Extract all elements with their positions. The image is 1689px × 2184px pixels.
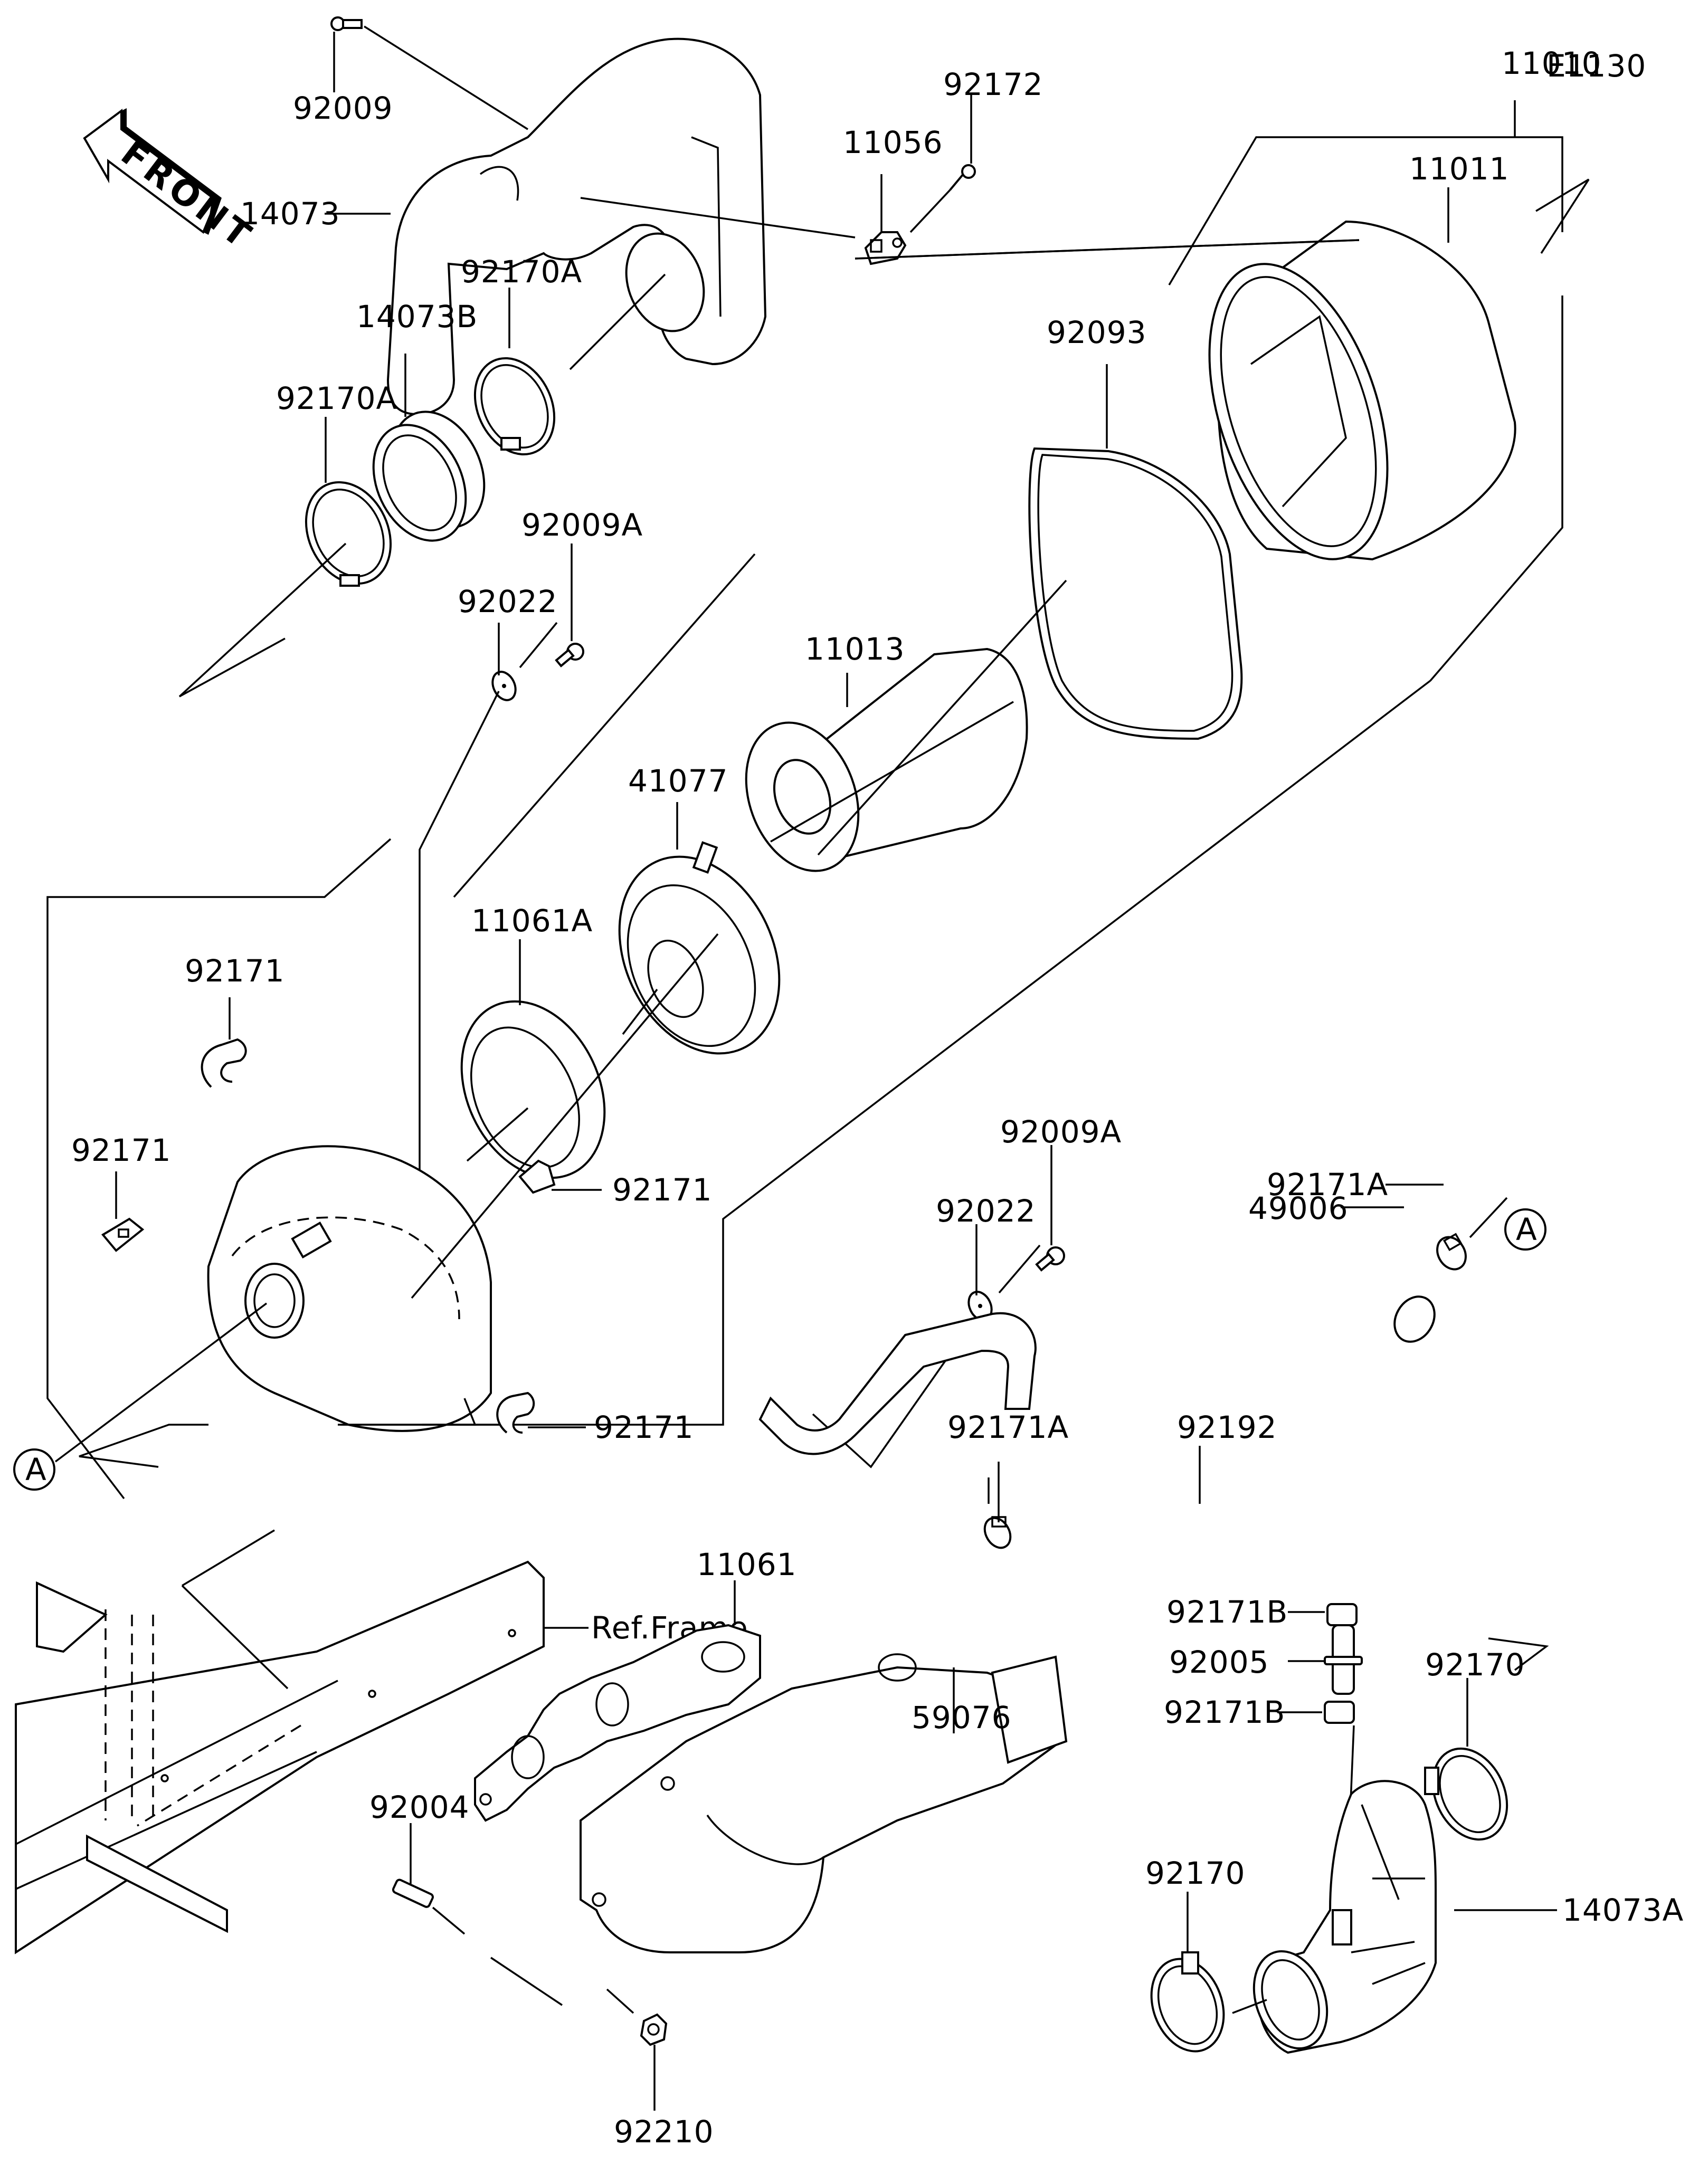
air-cleaner-case[interactable] [207,1145,492,1432]
stud-92004[interactable] [392,1878,434,1908]
label-92009A-mid: 92009A [1000,1114,1122,1150]
label-11013: 11013 [805,631,905,667]
label-92171-c: 92171 [612,1172,713,1208]
joint-14073B[interactable] [356,397,502,556]
hose-92192[interactable] [758,1312,1037,1455]
label-92171-a: 92171 [185,953,285,989]
reference-marker-a-left: A [13,1448,55,1491]
label-92009A-top: 92009A [521,507,643,543]
washer-92022-mid[interactable] [964,1288,996,1324]
cap-49006[interactable] [1387,1290,1443,1349]
label-92171-d: 92171 [594,1409,694,1445]
clamp-92171A-top[interactable] [1431,1232,1471,1274]
label-11061: 11061 [697,1547,797,1582]
joint-92005[interactable] [1324,1624,1363,1695]
label-92004: 92004 [369,1789,470,1825]
clamp-92171A-mid[interactable] [980,1513,1016,1552]
intake-manifold-59076[interactable] [580,1653,1068,1953]
label-11010: 11010 [1502,45,1602,81]
marker-a-right-text: A [1516,1212,1538,1247]
label-11056: 11056 [843,125,943,160]
label-92171A-top: 92171A [1267,1167,1388,1203]
front-label: FRONT [113,132,261,257]
air-cleaner-housing-11011[interactable] [1176,220,1516,581]
clamp-92170A-left[interactable] [290,469,406,598]
label-14073B: 14073B [356,299,478,335]
label-92022-top: 92022 [458,584,558,619]
label-92005: 92005 [1169,1644,1269,1680]
gasket-92093[interactable] [1028,447,1243,740]
label-92170A-top: 92170A [461,254,582,290]
reference-marker-a-right: A [1504,1208,1546,1251]
label-92172: 92172 [943,66,1043,102]
label-92171A-mid: 92171A [947,1409,1069,1445]
nut-92210[interactable] [640,2013,668,2046]
diagram-code: E1130 [1546,48,1646,84]
label-92093: 92093 [1047,314,1147,350]
screw-92009A-top[interactable] [555,643,584,667]
clip-92171-a[interactable] [201,1038,247,1088]
marker-a-left-text: A [25,1452,47,1487]
label-92170A-left: 92170A [276,380,397,416]
bracket-11056[interactable] [864,231,907,265]
screw-92172[interactable] [949,164,976,191]
label-92192: 92192 [1177,1409,1277,1445]
clamp-92171B-1[interactable] [1326,1603,1358,1626]
filter-element-11013[interactable] [726,647,1028,886]
clamp-92171B-2[interactable] [1324,1701,1355,1724]
label-92022-mid: 92022 [936,1193,1036,1229]
intake-duct-14073[interactable] [386,37,767,416]
frame-reference [15,1560,545,1954]
clip-92171-d[interactable] [496,1391,535,1434]
clamp-92170-bottom[interactable] [1139,1949,1236,2062]
front-arrow-icon: FRONT [83,108,261,258]
label-14073: 14073 [240,196,340,232]
label-92170-right: 92170 [1425,1647,1525,1683]
screw-92009[interactable] [330,16,363,31]
label-49006: 49006 [1248,1190,1349,1226]
label-92171B-1: 92171B [1166,1594,1288,1630]
label-92210: 92210 [614,2114,714,2150]
gasket-11061[interactable] [474,1624,761,1822]
label-59076: 59076 [912,1700,1012,1735]
label-41077: 41077 [628,763,728,799]
label-14073A: 14073A [1562,1892,1684,1928]
clamp-92170A-top[interactable] [460,345,569,467]
clip-92171-b[interactable] [101,1217,145,1252]
label-92171-b: 92171 [71,1132,172,1168]
screw-92009A-mid[interactable] [1035,1246,1065,1272]
label-92170-bottom: 92170 [1145,1855,1246,1891]
label-92009: 92009 [293,90,393,126]
clamp-92170-right[interactable] [1419,1737,1521,1852]
clip-92171-c[interactable] [518,1159,556,1194]
intake-duct-14073A[interactable] [1241,1780,1437,2058]
washer-92022-top[interactable] [488,668,520,704]
label-92171B-2: 92171B [1164,1694,1285,1730]
label-11061A: 11061A [471,903,593,939]
label-11011: 11011 [1409,151,1510,187]
